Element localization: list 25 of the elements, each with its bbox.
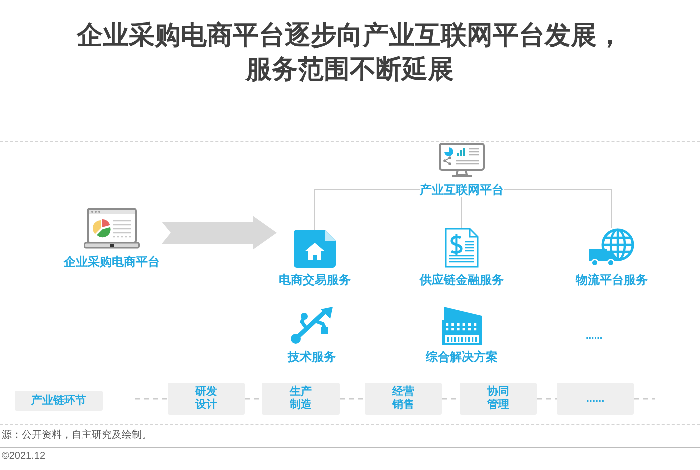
node-label: 技术服务 [288,350,336,364]
node-label: 电商交易服务 [279,273,351,287]
dashed-connector [135,398,168,400]
node-label: 供应链金融服务 [420,273,504,287]
node-label: 产业互联网平台 [420,183,504,197]
node-label: 物流平台服务 [576,273,648,287]
stage-box: 协同管理 [460,383,537,415]
connector-line [504,190,612,228]
ellipsis-text: ...... [586,331,603,343]
dashed-connector [245,398,262,400]
copyright-note: ©2021.12 [2,451,46,463]
category-box: 产业链环节 [15,391,103,411]
source-note: 源：公开资料，自主研究及绘制。 [2,430,152,442]
dashed-connector [340,398,365,400]
stage-box: 经营销售 [365,383,442,415]
block-arrow [162,216,277,250]
stage-box: 研发设计 [168,383,245,415]
node-label: 企业采购电商平台 [64,255,160,269]
stage-box: ...... [557,383,634,415]
title: 企业采购电商平台逐步向产业互联网平台发展，服务范围不断延展 [76,19,624,86]
connector-line [314,190,420,230]
dashed-connector [537,398,557,400]
dashed-connector [634,398,655,400]
stage-box: 生产制造 [262,383,340,415]
node-label: 综合解决方案 [426,350,498,364]
